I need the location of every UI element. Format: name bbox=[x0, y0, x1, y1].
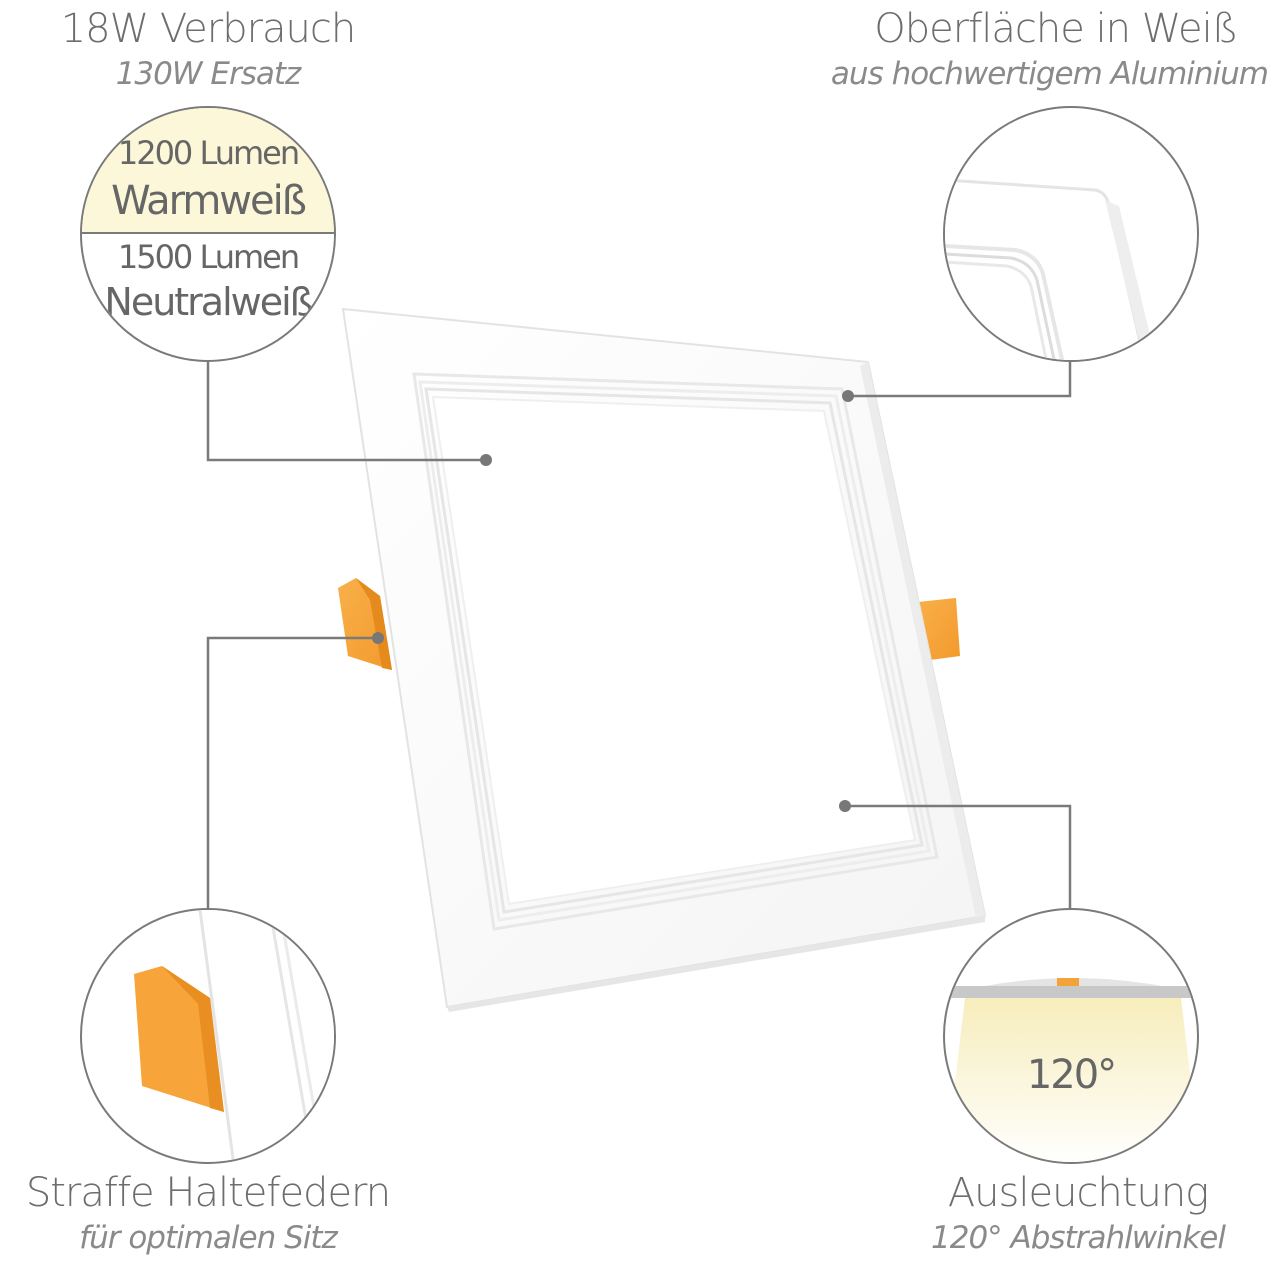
frame-corner-closeup bbox=[945, 178, 1157, 360]
beam-closeup bbox=[945, 978, 1197, 1162]
beam-title: Ausleuchtung bbox=[947, 1170, 1209, 1216]
power-subtitle: 130W Ersatz bbox=[115, 56, 302, 92]
surface-subtitle: aus hochwertigem Aluminium bbox=[830, 56, 1269, 92]
warm-white-half bbox=[82, 108, 334, 234]
neutral-label-text: Neutralweiß bbox=[104, 280, 313, 324]
springs-title: Straffe Haltefedern bbox=[25, 1170, 391, 1216]
spring-left bbox=[338, 578, 392, 670]
leader-dots bbox=[372, 390, 854, 812]
surface-title: Oberfläche in Weiß bbox=[874, 6, 1238, 52]
beam-angle-value: 120° bbox=[1026, 1052, 1117, 1098]
warm-label-text: Warmweiß bbox=[111, 178, 307, 224]
neutral-lumen-text: 1500 Lumen bbox=[117, 238, 300, 276]
spring-detail-circle bbox=[80, 908, 336, 1164]
springs-subtitle: für optimalen Sitz bbox=[79, 1220, 338, 1256]
leader-lines bbox=[206, 362, 1072, 908]
lumen-circle: 1200 Lumen Warmweiß 1500 Lumen Neutralwe… bbox=[80, 106, 336, 362]
power-title: 18W Verbrauch bbox=[60, 6, 357, 52]
warm-lumen-text: 1200 Lumen bbox=[117, 134, 300, 172]
surface-detail-circle bbox=[943, 106, 1199, 362]
spring-closeup bbox=[134, 910, 334, 1162]
beam-subtitle: 120° Abstrahlwinkel bbox=[931, 1220, 1226, 1256]
beam-angle-circle: 120° bbox=[943, 908, 1199, 1164]
led-panel bbox=[341, 307, 987, 1012]
